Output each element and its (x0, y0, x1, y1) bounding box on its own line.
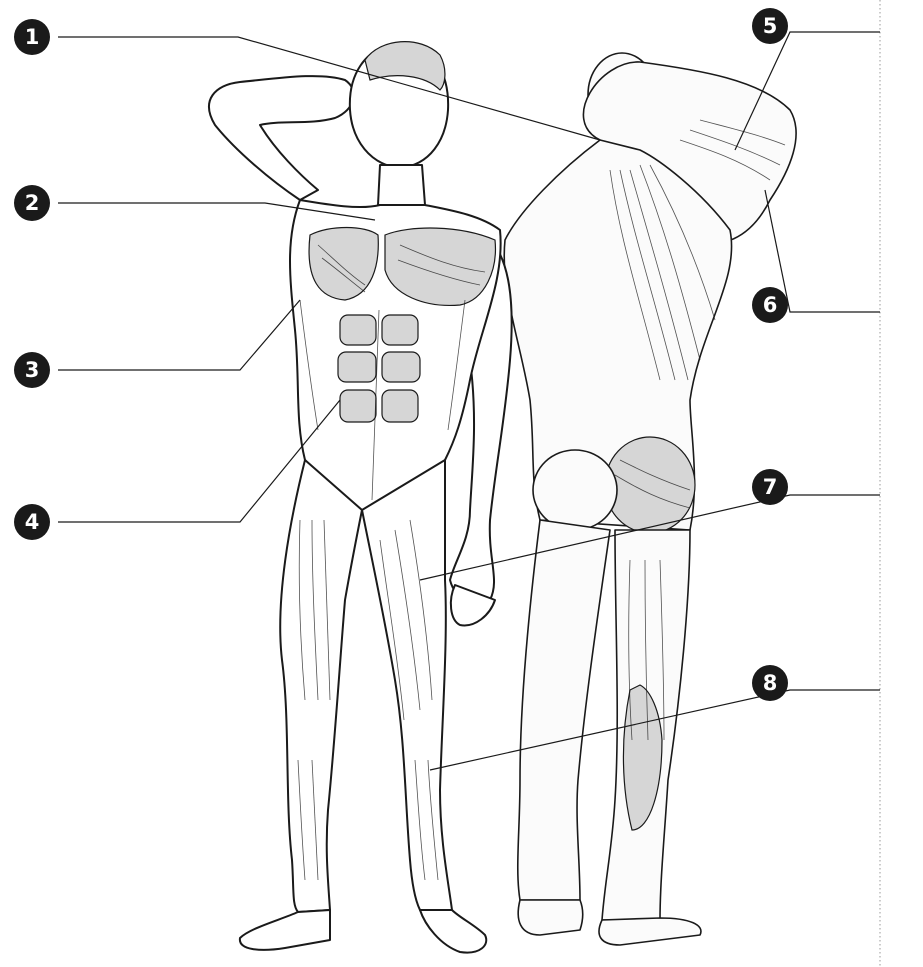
leader-line-3 (58, 300, 300, 370)
marker-number-5: 5 (763, 14, 778, 38)
marker-badge-8: 8 (752, 665, 788, 701)
marker-badge-4: 4 (14, 504, 50, 540)
marker-badge-6: 6 (752, 287, 788, 323)
marker-number-2: 2 (25, 191, 40, 215)
marker-number-1: 1 (25, 25, 40, 49)
back-gluteus (605, 437, 695, 533)
front-neck (378, 165, 425, 205)
marker-number-4: 4 (25, 510, 40, 534)
back-right-foot (599, 918, 701, 945)
front-left-raised-arm (209, 76, 354, 200)
marker-number-6: 6 (763, 293, 778, 317)
front-left-foot (240, 910, 330, 950)
front-right-leg (362, 460, 452, 910)
marker-badge-7: 7 (752, 469, 788, 505)
front-right-foot (420, 910, 486, 953)
marker-number-3: 3 (25, 358, 40, 382)
marker-badge-3: 3 (14, 352, 50, 388)
marker-badge-5: 5 (752, 8, 788, 44)
front-left-leg (280, 460, 362, 912)
front-view-figure (209, 42, 512, 953)
back-view-figure (504, 53, 796, 945)
marker-number-7: 7 (763, 475, 778, 499)
marker-badge-1: 1 (14, 19, 50, 55)
marker-badge-2: 2 (14, 185, 50, 221)
back-gluteus-left (533, 450, 617, 530)
marker-number-8: 8 (763, 671, 778, 695)
back-left-leg (518, 520, 610, 900)
back-left-foot (518, 900, 583, 935)
